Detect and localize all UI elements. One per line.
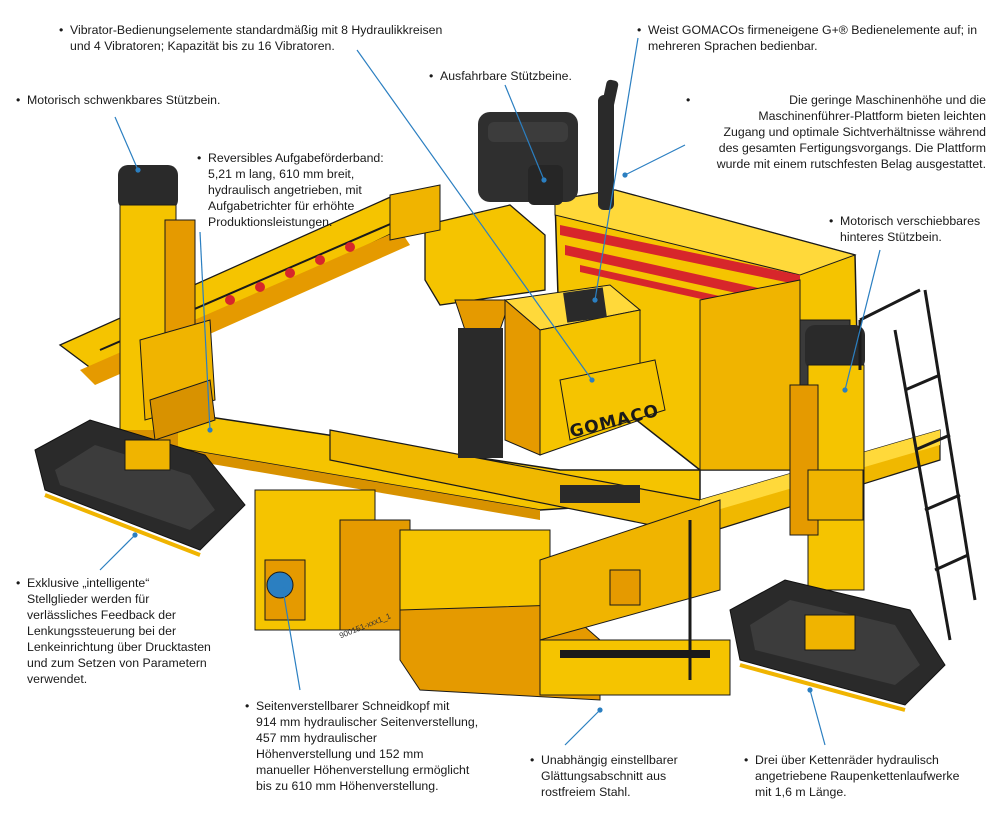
callout-line: bis zu 610 mm Höhenverstellung. xyxy=(256,779,439,793)
callout-line: Die geringe Maschinenhöhe und die xyxy=(789,93,986,107)
ladder xyxy=(858,288,977,641)
callout-swing-leg: • Motorisch schwenkbares Stützbein. xyxy=(16,93,221,107)
right-leg xyxy=(789,325,865,591)
callout-line: 5,21 m lang, 610 mm breit, xyxy=(208,167,355,181)
callout-line: Lenkeinrichtung über Drucktasten xyxy=(27,640,211,654)
leader-lines xyxy=(99,37,881,746)
exhaust-stack xyxy=(598,79,619,210)
callout-line: mit 1,6 m Länge. xyxy=(755,785,847,799)
callout-line: des gesamten Fertigungsvorgangs. Die Pla… xyxy=(718,141,986,155)
callout-line: Vibrator-Bedienungselemente standardmäßi… xyxy=(70,23,443,37)
callout-line: wurde mit einem rutschfesten Belag ausge… xyxy=(716,157,986,171)
callout-line: Motorisch verschiebbares xyxy=(840,214,981,228)
callout-line: angetriebene Raupenkettenlaufwerke xyxy=(755,769,960,783)
callout-line: und zum Setzen von Parametern xyxy=(27,656,207,670)
callout-vibrator-controls: • Vibrator-Bedienungselemente standardmä… xyxy=(59,23,443,53)
callout-line: Drei über Kettenräder hydraulisch xyxy=(755,753,939,767)
callout-line: Reversibles Aufgabeförderband: xyxy=(208,151,384,165)
callout-line: Exklusive „intelligente“ xyxy=(27,576,150,590)
right-track xyxy=(729,579,946,712)
callout-line: Produktionsleistungen. xyxy=(208,215,333,229)
callout-finishing-section: • Unabhängig einstellbarer Glättungsabsc… xyxy=(530,753,678,799)
control-console: GOMACO xyxy=(503,284,666,503)
callout-line: und 4 Vibratoren; Kapazität bis zu 16 Vi… xyxy=(70,39,335,53)
callout-line: Aufgabetrichter für erhöhte xyxy=(208,199,355,213)
callout-conveyor: • Reversibles Aufgabeförderband: 5,21 m … xyxy=(197,151,384,229)
callout-line: mehreren Sprachen bedienbar. xyxy=(648,39,818,53)
callout-line: Lenkungssteuerung bei der xyxy=(27,624,177,638)
callout-rear-leg: • Motorisch verschiebbares hinteres Stüt… xyxy=(829,214,981,244)
callout-crawler-tracks: • Drei über Kettenräder hydraulisch ange… xyxy=(744,753,960,799)
trimmer-head xyxy=(254,489,731,701)
callout-line: Motorisch schwenkbares Stützbein. xyxy=(27,93,221,107)
callout-line: Maschinenführer-Plattform bieten leichte… xyxy=(758,109,986,123)
callout-line: 457 mm hydraulischer xyxy=(256,731,377,745)
callout-line: Ausfahrbare Stützbeine. xyxy=(440,69,572,83)
callout-line: 914 mm hydraulischer Seitenverstellung, xyxy=(256,715,479,729)
callout-trimmer-head: • Seitenverstellbarer Schneidkopf mit 91… xyxy=(245,699,479,793)
water-tank xyxy=(478,112,578,205)
red-stripe xyxy=(560,225,800,285)
callout-line: manueller Höhenverstellung ermöglicht xyxy=(256,763,470,777)
callout-line: Unabhängig einstellbarer xyxy=(541,753,678,767)
left-track xyxy=(34,419,246,557)
hopper xyxy=(389,184,546,458)
callout-gplus-controls: • Weist GOMACOs firmeneigene G+® Bediene… xyxy=(637,23,978,53)
left-bracket xyxy=(139,319,216,441)
callout-line: hydraulisch angetrieben, mit xyxy=(208,183,362,197)
callout-line: Zugang und optimale Sichtverhältnisse wä… xyxy=(723,125,987,139)
callout-smart-cylinders: • Exklusive „intelligente“ Stellglieder … xyxy=(16,576,211,686)
callout-line: Glättungsabschnitt aus xyxy=(541,769,667,783)
callout-operator-platform: • Die geringe Maschinenhöhe und die Masc… xyxy=(676,92,986,172)
callout-line: hinteres Stützbein. xyxy=(840,230,942,244)
callout-extendable-legs: • Ausfahrbare Stützbeine. xyxy=(429,69,572,83)
callout-line: Höhenverstellung und 152 mm xyxy=(256,747,424,761)
callout-line: verlässliches Feedback der xyxy=(27,608,176,622)
callout-line: Seitenverstellbarer Schneidkopf mit xyxy=(256,699,450,713)
callout-line: verwendet. xyxy=(27,672,88,686)
callout-line: Weist GOMACOs firmeneigene G+® Bedienele… xyxy=(648,23,978,37)
callout-line: Stellglieder werden für xyxy=(27,592,150,606)
callout-line: rostfreiem Stahl. xyxy=(541,785,631,799)
